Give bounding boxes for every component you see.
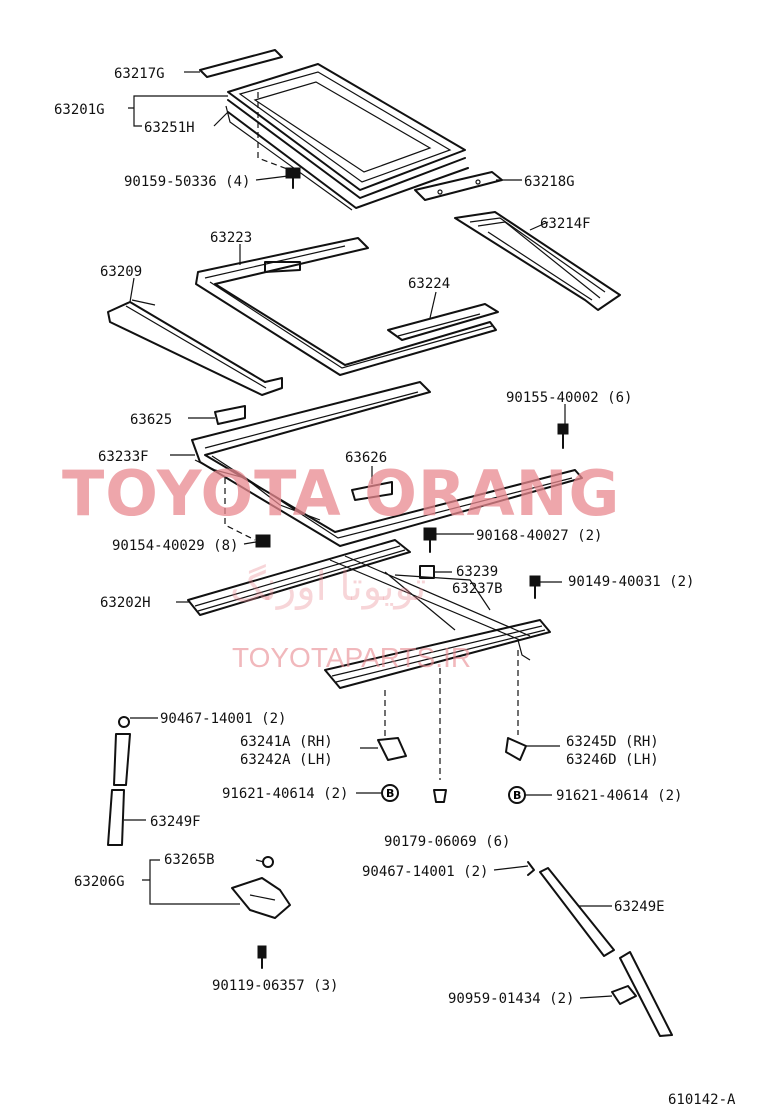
label-63202h: 63202H [100,595,151,611]
part-63249f-drain-hose [107,716,131,846]
label-63249e: 63249E [614,899,665,915]
fastener-b-marker-right: B [508,786,526,804]
part-63201g-glass-panel [225,63,469,211]
label-63214f: 63214F [540,216,591,232]
label-91621-40614-right: 91621-40614 (2) [556,788,682,804]
label-63201g: 63201G [54,102,105,118]
label-63217g: 63217G [114,66,165,82]
part-90959-clip [611,985,637,1005]
label-63246d: 63246D (LH) [566,752,659,768]
label-91621-40614-left: 91621-40614 (2) [222,786,348,802]
label-63249f: 63249F [150,814,201,830]
part-63223-seal-frame [195,237,497,376]
part-63214f-rail [454,211,621,311]
label-90467-14001-right: 90467-14001 (2) [362,864,488,880]
label-63265b: 63265B [164,852,215,868]
label-63242a: 63242A (LH) [240,752,333,768]
part-90179-clip [433,789,447,803]
leader-lines [124,71,613,999]
label-63206g: 63206G [74,874,125,890]
watermark-arabic-logo: تويوتا اورنگ [230,564,426,610]
svg-text:B: B [513,789,521,802]
part-90154-bolt [255,534,271,548]
part-63202h-drive-frame [187,539,551,689]
part-63217g-strip [199,49,283,78]
label-90179-06069: 90179-06069 (6) [384,834,510,850]
part-90159-bolt [285,167,301,189]
label-63223: 63223 [210,230,252,246]
label-90467-14001-left: 90467-14001 (2) [160,711,286,727]
label-63245d: 63245D (RH) [566,734,659,750]
label-63209: 63209 [100,264,142,280]
part-90155-screw [557,423,569,449]
watermark-main-text: TOYOTA ORANG [62,457,620,530]
label-63237b: 63237B [452,581,503,597]
label-90149-40031: 90149-40031 (2) [568,574,694,590]
fastener-b-marker-left: B [381,784,399,802]
label-90959-01434: 90959-01434 (2) [448,991,574,1007]
part-63249e-drain-hose [527,861,673,1037]
part-63206g-motor [231,856,291,919]
label-90119-06357: 90119-06357 (3) [212,978,338,994]
label-90168-40027: 90168-40027 (2) [476,528,602,544]
label-90154-40029: 90154-40029 (8) [112,538,238,554]
label-63218g: 63218G [524,174,575,190]
label-63251h: 63251H [144,120,195,136]
part-63625-clip [214,405,246,425]
part-63224-bracket [387,303,499,341]
part-63233f-housing-frame [191,381,583,547]
label-63233f: 63233F [98,449,149,465]
part-63209-weatherstrip [107,299,283,396]
label-90159-50336: 90159-50336 (4) [124,174,250,190]
label-63241a: 63241A (RH) [240,734,333,750]
label-63224: 63224 [408,276,450,292]
label-90155-40002: 90155-40002 (6) [506,390,632,406]
part-63218g-bracket [414,171,503,201]
svg-text:B: B [386,787,394,800]
part-63241a-bracket [377,737,407,761]
watermark: TOYOTA ORANG تويوتا اورنگ TOYOTAPARTS.IR [62,457,620,673]
label-63626: 63626 [345,450,387,466]
diagram-code: 610142-A [668,1092,736,1108]
part-90119-bolt [257,945,267,969]
part-90149-screw [529,575,541,599]
part-63245d-bracket [505,737,527,761]
label-63625: 63625 [130,412,172,428]
part-90168-screw [423,527,437,553]
watermark-url-text: TOYOTAPARTS.IR [232,642,471,673]
label-63239: 63239 [456,564,498,580]
